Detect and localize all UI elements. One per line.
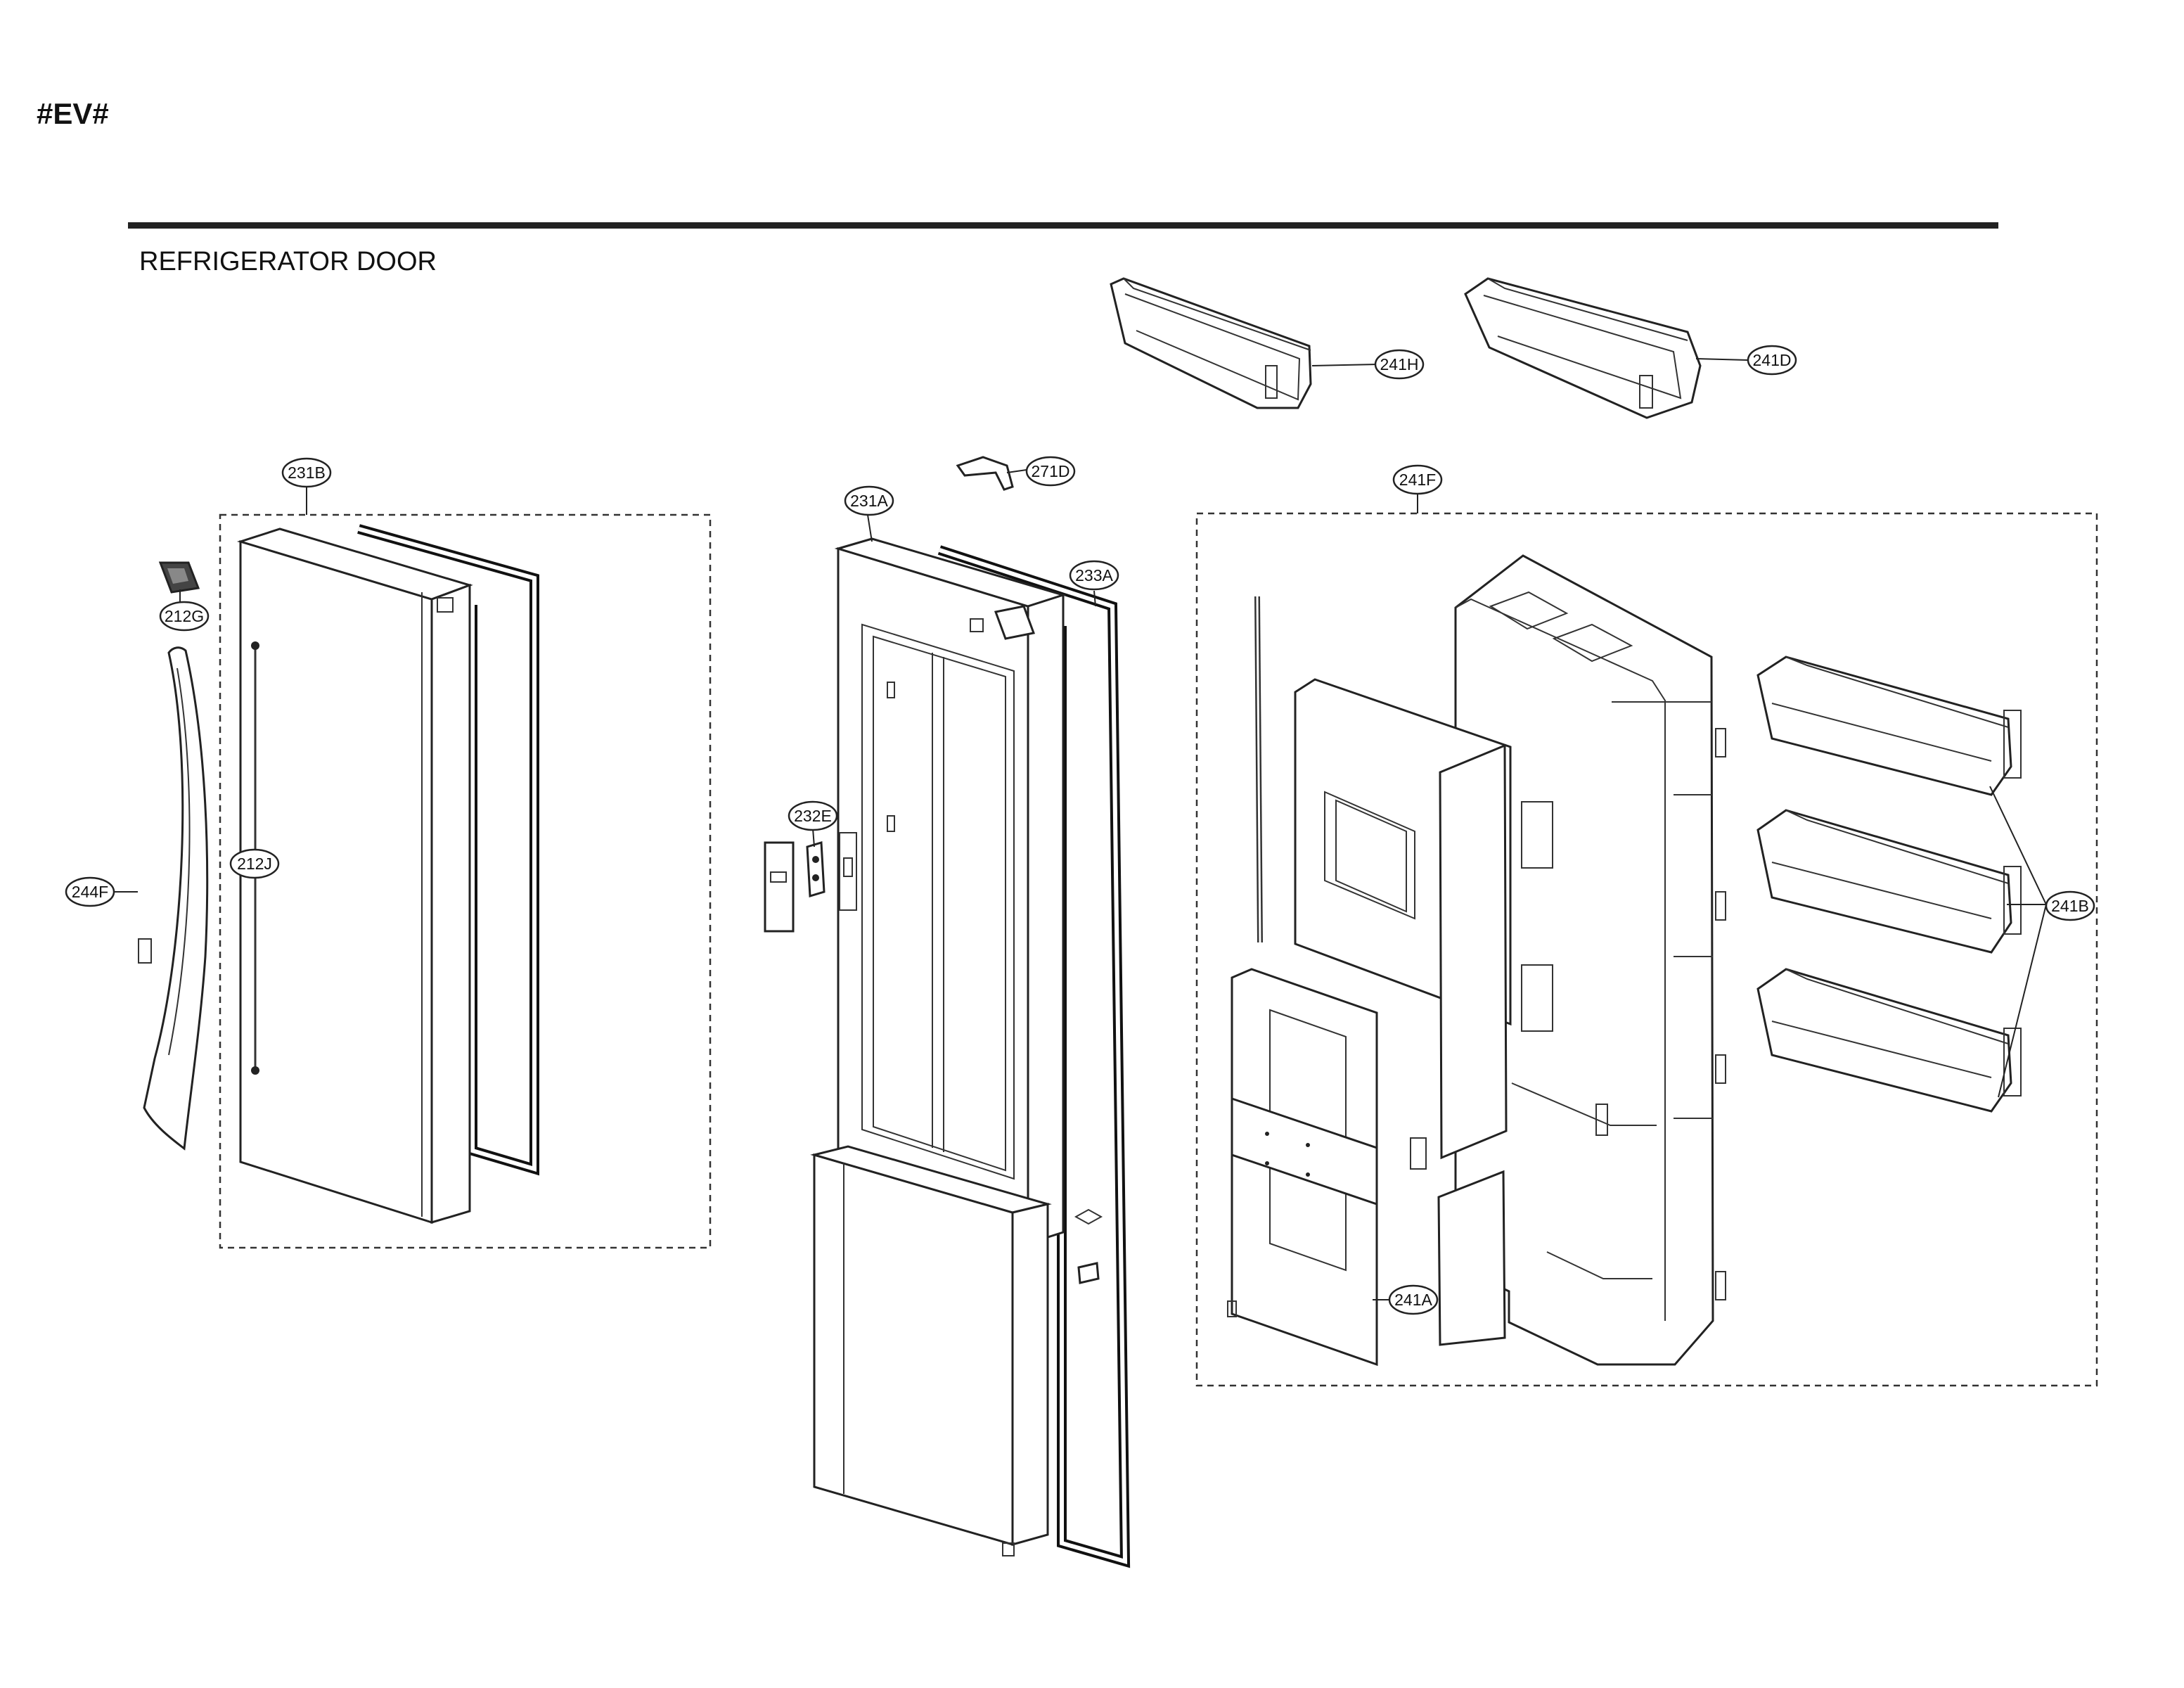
end-cap-212G [158, 561, 200, 594]
dispenser-cover-241A [1227, 968, 1378, 1367]
callout-241F: 241F [1392, 464, 1443, 495]
door-shelf-241B-middle [1756, 809, 2022, 954]
callout-label: 241F [1399, 471, 1436, 489]
section-title: REFRIGERATOR DOOR [139, 247, 437, 276]
callout-212G: 212G [159, 601, 210, 632]
callout-label: 212G [165, 607, 204, 625]
callout-241D: 241D [1747, 345, 1797, 376]
leader-lines [113, 358, 2047, 1300]
door-shelf-241B-top [1756, 656, 2022, 796]
header-rule [128, 222, 1998, 229]
door-handle-244F [138, 646, 209, 1151]
callout-label: 244F [72, 883, 108, 901]
callout-label: 212J [237, 855, 272, 873]
callout-231A: 231A [844, 485, 894, 516]
door-frame-231A [834, 537, 1067, 1246]
callout-label: 241H [1380, 355, 1419, 373]
callout-label: 231B [288, 463, 326, 482]
model-code: #EV# [37, 97, 109, 130]
group-box-231B [219, 513, 712, 1249]
callout-label: 232E [794, 807, 832, 825]
callout-271D: 271D [1025, 456, 1076, 487]
callout-label: 241A [1394, 1291, 1432, 1309]
callout-241H: 241H [1374, 349, 1425, 380]
dispenser-housing [1454, 554, 1726, 1366]
door-shelf-241B-bottom [1756, 968, 2022, 1113]
bracket-271D [956, 456, 1014, 491]
door-panel-231B [236, 528, 473, 1225]
callout-label: 271D [1032, 462, 1070, 480]
side-column-lower [1437, 1170, 1506, 1346]
latch [1410, 1137, 1427, 1170]
group-box-241F [1195, 512, 2098, 1387]
callout-212J: 212J [229, 848, 280, 879]
callout-244F: 244F [65, 876, 115, 907]
callout-label: 241B [2051, 897, 2089, 915]
callout-label: 231A [850, 492, 888, 510]
callout-231B: 231B [281, 457, 332, 488]
callout-241B: 241B [2045, 890, 2095, 921]
side-column-upper [1439, 743, 1508, 1160]
callout-233A: 233A [1069, 560, 1119, 591]
callout-label: 233A [1075, 566, 1113, 584]
callout-label: 241D [1753, 351, 1792, 369]
door-bin-241D [1464, 277, 1702, 419]
callout-232E: 232E [788, 800, 838, 831]
door-lower-panel [810, 1145, 1103, 1556]
switch-232E [764, 841, 826, 933]
callout-241A: 241A [1388, 1284, 1439, 1315]
door-bin-241H [1110, 277, 1312, 409]
